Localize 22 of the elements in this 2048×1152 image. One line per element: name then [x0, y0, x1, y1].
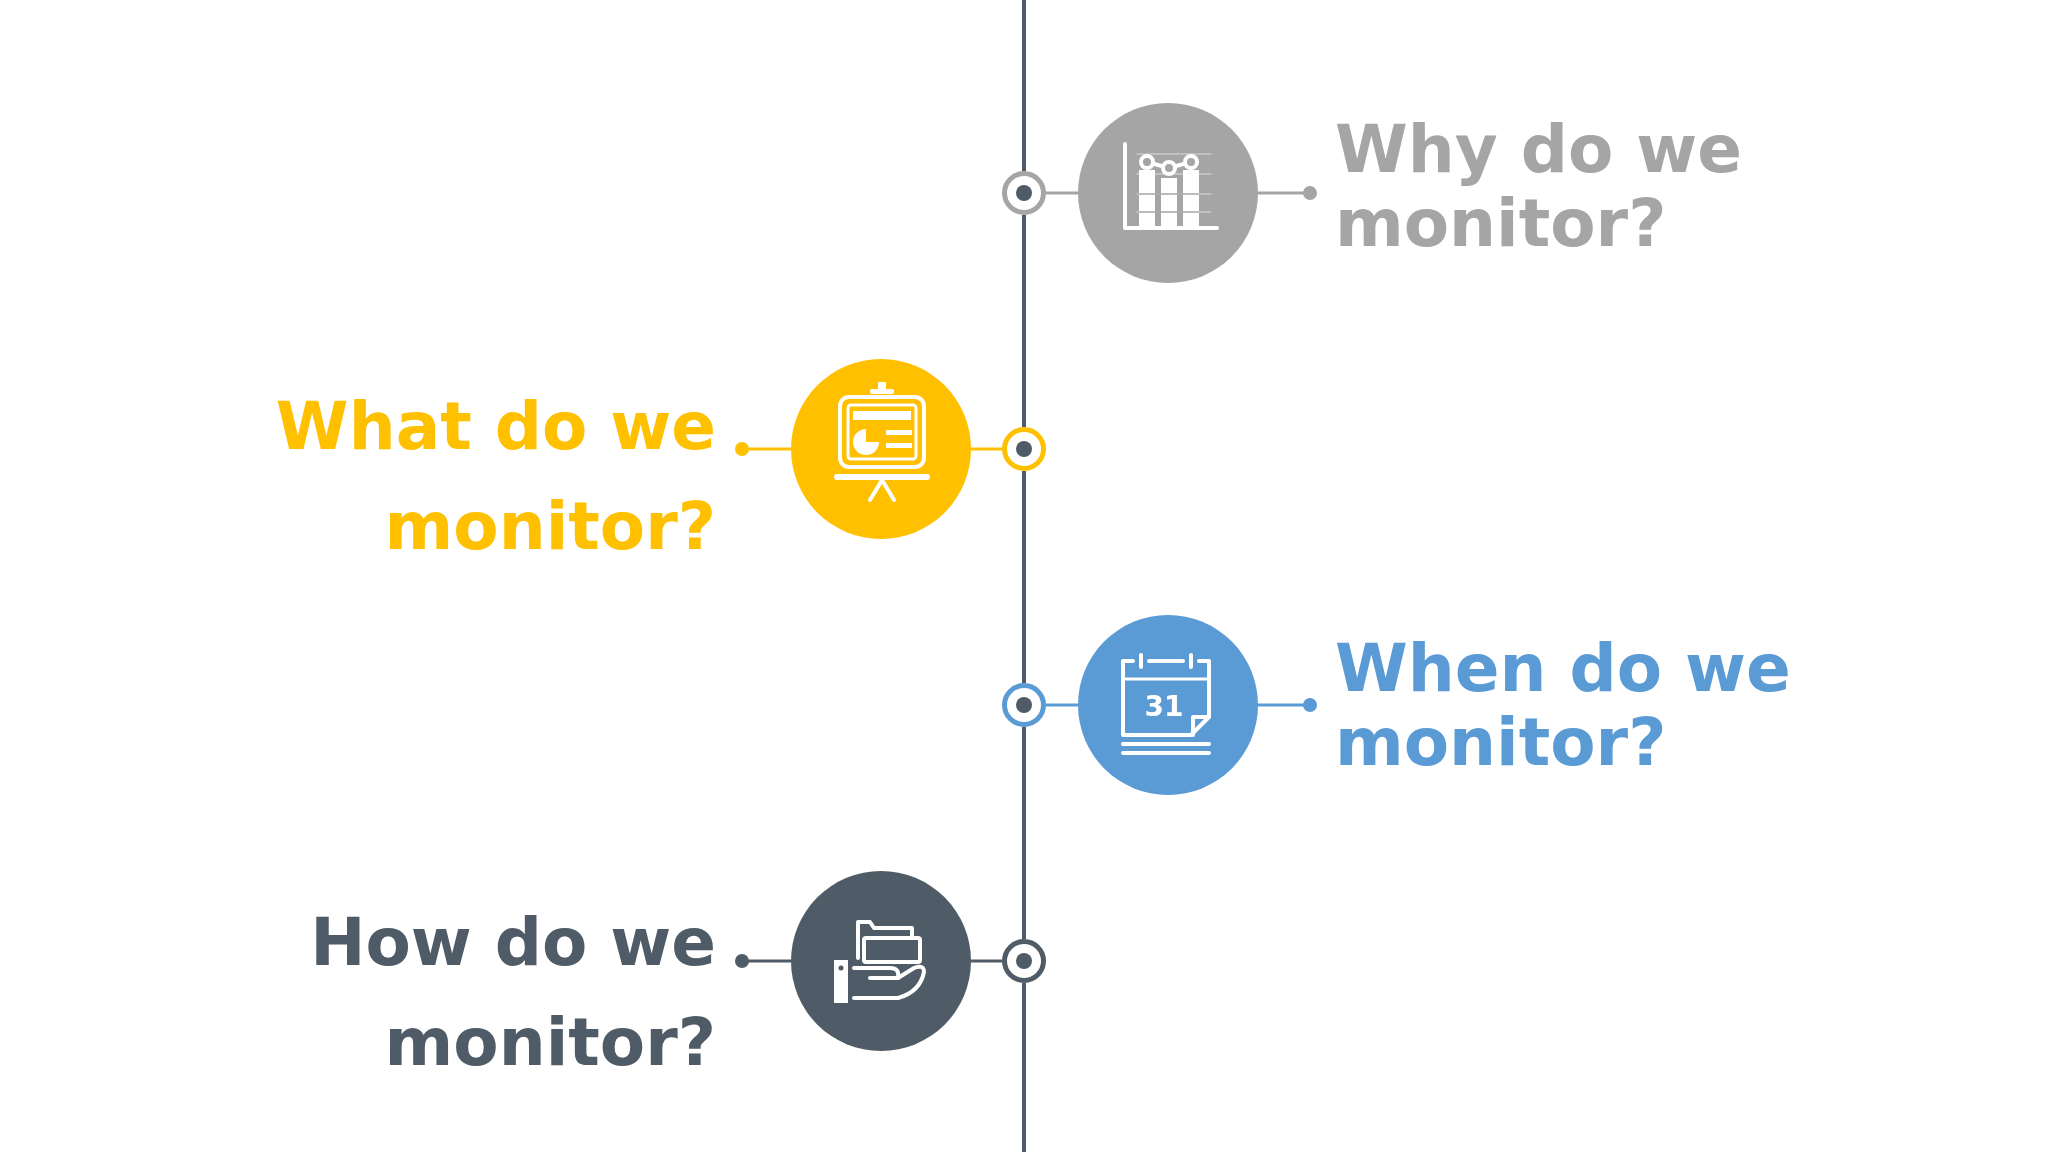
dot-ended-line	[735, 954, 791, 968]
timeline-marker	[1002, 171, 1046, 215]
timeline-marker	[1002, 427, 1046, 471]
question-heading: How do we monitor?	[308, 893, 716, 1093]
timeline-line	[1022, 471, 1026, 683]
timeline-line	[1022, 0, 1026, 171]
calendar-date: 31	[1144, 693, 1184, 721]
timeline-line	[1022, 215, 1026, 427]
question-heading: When do we monitor?	[1335, 632, 1793, 780]
timeline-marker	[1002, 683, 1046, 727]
dot-ended-line	[1258, 186, 1317, 200]
connector-line	[1046, 191, 1078, 195]
dot-ended-line	[735, 442, 791, 456]
question-heading: What do we monitor?	[273, 377, 716, 577]
dot-ended-line	[1258, 698, 1317, 712]
timeline-line	[1022, 727, 1026, 939]
connector-line	[971, 959, 1002, 963]
connector-line	[1046, 703, 1078, 707]
question-heading: Why do we monitor?	[1335, 113, 1745, 261]
timeline-marker	[1002, 939, 1046, 983]
connector-line	[971, 447, 1002, 451]
timeline-line	[1022, 983, 1026, 1152]
